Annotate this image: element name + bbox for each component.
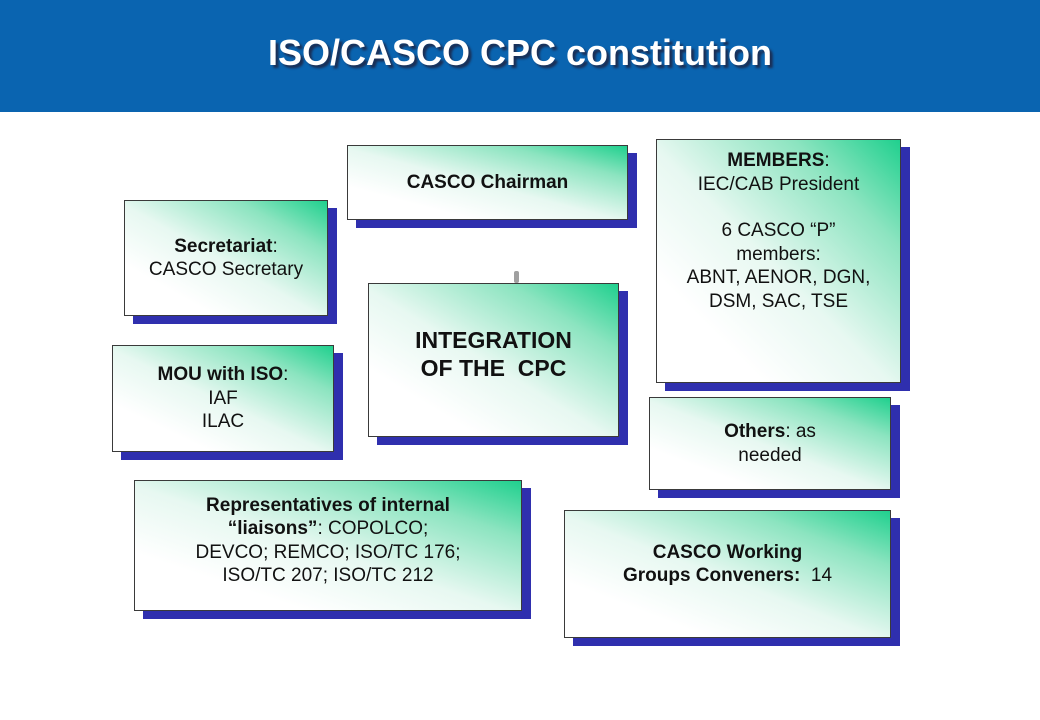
members-list-1: ABNT, AENOR, DGN, <box>686 267 871 288</box>
representatives-heading: Representatives of internal <box>206 494 450 516</box>
conveners-count: 14 <box>800 565 833 586</box>
title-bar: ISO/CASCO CPC constitution <box>0 0 1040 112</box>
members-label: members: <box>736 243 821 265</box>
conveners-label: Groups Conveners: <box>622 565 801 586</box>
members-heading: MEMBERS <box>727 150 825 171</box>
integration-line-1: INTEGRATION <box>415 327 572 353</box>
working-groups-box: CASCO Working Groups Conveners: 14 <box>564 510 891 638</box>
liaisons-label: “liaisons” <box>227 518 318 539</box>
representatives-list-1: DEVCO; REMCO; ISO/TC 176; <box>195 541 461 563</box>
integration-line-2: OF THE CPC <box>420 355 567 381</box>
others-detail: needed <box>738 444 802 466</box>
secretariat-heading: Secretariat <box>174 235 273 257</box>
working-groups-heading: CASCO Working <box>652 541 803 563</box>
mou-box: MOU with ISO: IAF ILAC <box>112 345 334 452</box>
secretariat-box: Secretariat: CASCO Secretary <box>124 200 328 316</box>
mou-heading: MOU with ISO <box>157 364 284 386</box>
representatives-list-2: ISO/TC 207; ISO/TC 212 <box>222 565 434 586</box>
members-box: MEMBERS: IEC/CAB President 6 CASCO “P” m… <box>656 139 901 383</box>
members-iec-cab: IEC/CAB President <box>697 173 860 195</box>
casco-chairman-box: CASCO Chairman <box>347 145 628 220</box>
members-casco-p: 6 CASCO “P” <box>721 220 836 241</box>
casco-chairman-label: CASCO Chairman <box>406 171 569 193</box>
mou-ilac: ILAC <box>201 411 245 433</box>
connector-dot <box>514 271 519 283</box>
others-heading: Others <box>724 421 786 442</box>
mou-iaf: IAF <box>208 387 238 409</box>
secretariat-detail: CASCO Secretary <box>148 259 304 280</box>
others-box: Others: as needed <box>649 397 891 490</box>
members-list-2: DSM, SAC, TSE <box>708 290 848 312</box>
integration-box: INTEGRATION OF THE CPC <box>368 283 619 437</box>
representatives-box: Representatives of internal “liaisons”: … <box>134 480 522 611</box>
slide-title: ISO/CASCO CPC constitution <box>268 32 772 73</box>
